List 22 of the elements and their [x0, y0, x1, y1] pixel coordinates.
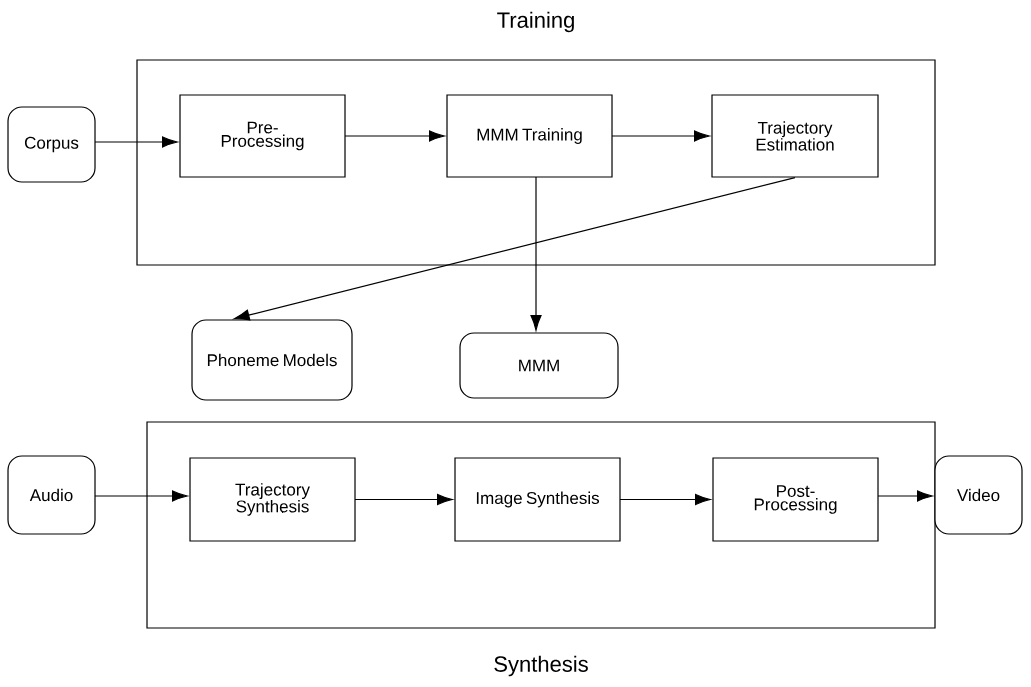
arrow [94, 136, 178, 148]
arrow [233, 177, 796, 321]
process-box: Trajectory Synthesis [189, 457, 356, 542]
rounded-box: Video [934, 455, 1023, 535]
process-box: Pre- Processing [179, 94, 346, 178]
process-box: Trajectory Estimation [711, 94, 879, 178]
rounded-box: Corpus [7, 106, 96, 183]
arrow [611, 130, 710, 142]
arrow [530, 176, 542, 331]
arrow [354, 493, 453, 506]
group-heading: Training [497, 11, 574, 33]
arrow [877, 490, 933, 502]
rounded-box: Phoneme Models [191, 319, 353, 401]
arrow [344, 130, 445, 142]
process-box: MMM Training [446, 94, 613, 178]
group-heading: Synthesis [494, 655, 588, 677]
process-box: Post- Processing [712, 457, 879, 542]
process-box: Image Synthesis [454, 457, 621, 542]
arrow [94, 490, 188, 502]
arrow [619, 493, 711, 506]
rounded-box: Audio [7, 455, 96, 535]
rounded-box: MMM [459, 332, 619, 399]
